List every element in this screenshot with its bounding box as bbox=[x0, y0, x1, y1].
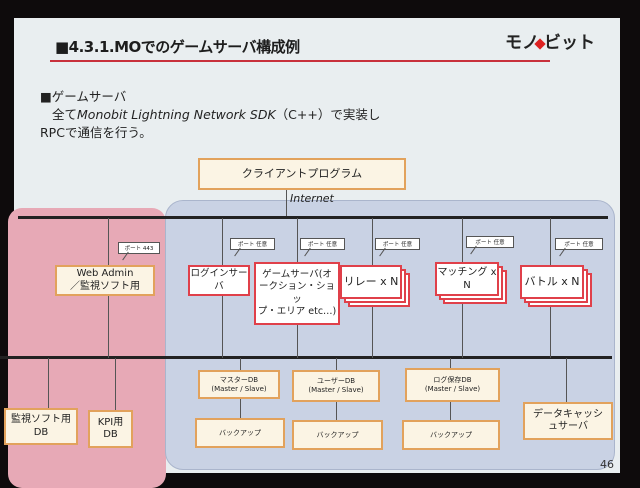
master-db-box: マスターDB(Master / Slave) bbox=[198, 370, 280, 399]
connector bbox=[286, 190, 287, 217]
slide-title: ■4.3.1.MOでのゲームサーバ構成例 bbox=[55, 38, 300, 56]
port-callout-relay: ポート 任意 bbox=[375, 238, 420, 250]
text: ユーザーDB bbox=[316, 377, 356, 386]
bullet-line2: RPCで通信を行う。 bbox=[40, 125, 152, 140]
text: DB bbox=[103, 429, 118, 440]
text: バ bbox=[214, 280, 224, 292]
text: DB bbox=[33, 426, 49, 438]
connector bbox=[566, 358, 567, 403]
text: (Master / Slave) bbox=[308, 386, 364, 394]
log-db-box: ログ保存DB(Master / Slave) bbox=[405, 368, 500, 402]
text: KPI用 bbox=[97, 416, 124, 428]
backup-box: バックアップ bbox=[402, 420, 500, 450]
data-cache-server-box: データキャッシュサーバ bbox=[523, 402, 613, 440]
text: ／監視ソフト用 bbox=[70, 280, 140, 292]
bullet-line1: 全てMonobit Lightning Network SDK（C++）で実装し bbox=[52, 104, 380, 123]
port-callout-game: ポート 任意 bbox=[300, 238, 345, 250]
internet-bus bbox=[18, 216, 608, 219]
login-server-box: ログインサーバ bbox=[188, 265, 250, 296]
text: プ・エリア etc…) bbox=[257, 305, 337, 317]
page-number: 46 bbox=[600, 458, 614, 471]
port-callout-battle: ポート 任意 bbox=[555, 238, 603, 250]
bullet-heading: ■ゲームサーバ bbox=[40, 89, 127, 104]
connector bbox=[115, 358, 116, 410]
port-callout-matching: ポート 任意 bbox=[466, 236, 514, 248]
internal-bus bbox=[0, 356, 612, 359]
web-admin-box: Web Admin／監視ソフト用 bbox=[55, 265, 155, 296]
connector bbox=[48, 358, 49, 408]
internet-label: Internet bbox=[290, 192, 334, 205]
matching-server-box: マッチング x N bbox=[435, 262, 499, 296]
text: ログインサー bbox=[190, 268, 248, 280]
title-underline bbox=[50, 60, 550, 62]
text: Web Admin bbox=[76, 268, 134, 279]
text: マッチング x bbox=[437, 267, 497, 278]
text: 監視ソフト用 bbox=[11, 414, 71, 425]
text: (Master / Slave) bbox=[211, 384, 267, 393]
text: （C++）で実装し bbox=[275, 107, 381, 122]
port-callout-admin: ポート 443 bbox=[118, 242, 160, 254]
backup-box: バックアップ bbox=[292, 420, 383, 450]
port-callout-login: ポート 任意 bbox=[230, 238, 275, 250]
text: ークション・ショッ bbox=[258, 281, 335, 305]
sdk-name: Monobit Lightning Network SDK bbox=[77, 107, 276, 122]
text: (Master / Slave) bbox=[424, 385, 481, 393]
text: ゲームサーバ(オ bbox=[262, 268, 332, 280]
relay-server-box: リレー x N bbox=[340, 265, 402, 299]
text: 全て bbox=[52, 107, 78, 122]
game-server-box: ゲームサーバ(オークション・ショップ・エリア etc…) bbox=[254, 262, 340, 325]
text: ログ保存DB bbox=[433, 376, 472, 385]
text: ュサーバ bbox=[548, 421, 588, 432]
client-program-box: クライアントプログラム bbox=[198, 158, 406, 190]
user-db-box: ユーザーDB(Master / Slave) bbox=[292, 370, 380, 402]
logo: モノビット bbox=[505, 33, 595, 53]
backup-box: バックアップ bbox=[195, 418, 285, 448]
text: マスターDB bbox=[219, 375, 259, 384]
text: N bbox=[463, 280, 471, 291]
text: データキャッシ bbox=[533, 408, 603, 420]
battle-server-box: バトル x N bbox=[520, 265, 584, 299]
